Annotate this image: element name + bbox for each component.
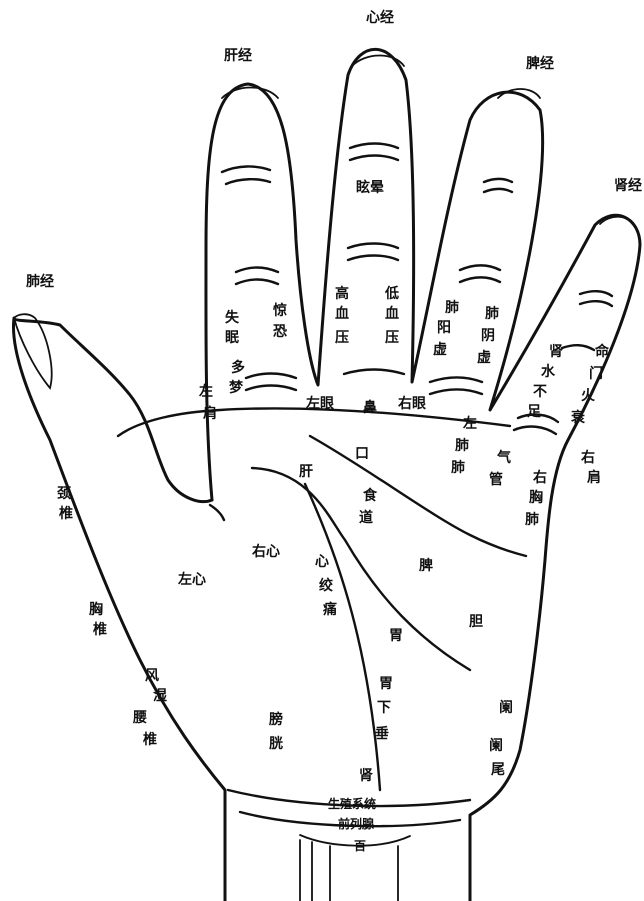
label-stomach: 胃	[389, 628, 403, 644]
label-kidney-water-3: 不	[533, 384, 547, 400]
label-mingmen-2: 门	[589, 365, 603, 382]
label-lung-yin-3: 虚	[477, 349, 491, 366]
label-trachea-2: 管	[489, 471, 503, 488]
label-thoracic-2: 椎	[92, 621, 107, 638]
label-angina-1: 心	[315, 554, 329, 570]
label-high-bp-3: 压	[335, 330, 349, 346]
label-mingmen-3: 火	[581, 388, 596, 404]
label-right-lung-3: 肺	[525, 512, 539, 528]
label-rheum-2: 湿	[153, 688, 167, 704]
label-kidney-water-2: 水	[541, 363, 556, 380]
label-lumbar-1: 腰	[132, 710, 147, 726]
finger-creases	[222, 144, 612, 435]
label-dream-2: 梦	[229, 379, 244, 396]
label-fright-1: 惊	[272, 302, 287, 319]
label-meridian-kidney: 肾经	[614, 177, 642, 194]
label-colon: 阑	[499, 699, 513, 716]
label-meridian-spleen: 脾经	[526, 55, 554, 72]
label-cervical-2: 椎	[58, 505, 73, 522]
label-ptosis-2: 下	[377, 700, 391, 716]
label-esophagus-1: 食	[363, 487, 378, 504]
label-mingmen-1: 命	[594, 343, 610, 360]
label-angina-3: 痛	[322, 601, 337, 618]
label-low-bp-3: 压	[385, 330, 399, 346]
label-trachea-1: 气	[496, 449, 511, 466]
label-low-bp-1: 低	[384, 285, 399, 302]
label-bladder-1: 膀	[268, 711, 283, 728]
label-ptosis-3: 垂	[375, 725, 389, 742]
label-reproductive: 生殖系统	[328, 796, 376, 811]
label-lung-yin-1: 肺	[485, 306, 499, 322]
label-vertigo: 眩晕	[356, 179, 384, 196]
label-gallbladder: 胆	[469, 614, 483, 630]
label-rheum-1: 风	[145, 668, 159, 684]
label-cervical-1: 颈	[56, 486, 71, 502]
label-left-lung-3: 肺	[451, 460, 465, 476]
label-spleen: 脾	[419, 557, 433, 574]
label-kidney: 肾	[359, 768, 373, 784]
label-bladder-2: 胱	[269, 736, 283, 752]
label-appendix-1: 阑	[489, 737, 503, 754]
label-left-lung-1: 左	[462, 415, 477, 432]
hand-outline	[206, 49, 640, 901]
label-meridian-liver: 肝经	[224, 47, 252, 64]
thumb-outline	[13, 318, 225, 901]
label-right-shoulder-1: 右	[580, 449, 595, 466]
label-left-lung-2: 肺	[455, 438, 469, 454]
label-esophagus-2: 道	[359, 509, 373, 526]
label-lumbar-2: 椎	[142, 731, 157, 748]
label-lung-yang-3: 虚	[433, 341, 447, 358]
label-lung-yang-2: 阳	[437, 320, 451, 336]
label-left-shoulder-1: 左	[198, 383, 213, 400]
label-right-shoulder-2: 肩	[587, 469, 601, 486]
label-right-heart: 右心	[251, 543, 280, 560]
label-kidney-water-1: 肾	[549, 344, 563, 360]
label-low-bp-2: 血	[385, 305, 399, 322]
label-angina-2: 绞	[319, 577, 333, 594]
label-meridian-heart: 心经	[366, 9, 394, 26]
label-fright-2: 恐	[273, 324, 287, 340]
label-right-lung-1: 右	[532, 469, 547, 486]
thumb-nail	[14, 314, 52, 388]
label-high-bp-1: 高	[335, 285, 349, 302]
label-high-bp-2: 血	[335, 305, 349, 322]
label-nose: 鼻	[363, 399, 377, 416]
label-left-shoulder-2: 肩	[203, 405, 217, 422]
label-right-eye: 右眼	[397, 395, 426, 412]
label-meridian-lung: 肺经	[26, 273, 54, 290]
label-mouth: 口	[355, 446, 369, 462]
label-thoracic-1: 胸	[89, 601, 103, 618]
label-lung-yin-2: 阴	[481, 328, 495, 344]
label-insomnia-1: 失	[225, 309, 240, 326]
label-hundred: 百	[354, 839, 366, 853]
label-dream-1: 多	[231, 359, 245, 376]
label-liver: 肝	[299, 464, 313, 480]
label-left-eye: 左眼	[305, 395, 334, 412]
label-mingmen-4: 衰	[570, 409, 586, 426]
label-left-heart: 左心	[177, 571, 206, 588]
label-ptosis-1: 胃	[379, 676, 393, 692]
label-kidney-water-4: 足	[527, 404, 542, 420]
label-prostate: 前列腺	[338, 816, 375, 831]
label-appendix-2: 尾	[491, 762, 505, 778]
label-insomnia-2: 眠	[225, 330, 239, 346]
label-right-lung-2: 胸	[529, 489, 543, 506]
label-lung-yang-1: 肺	[445, 300, 459, 316]
